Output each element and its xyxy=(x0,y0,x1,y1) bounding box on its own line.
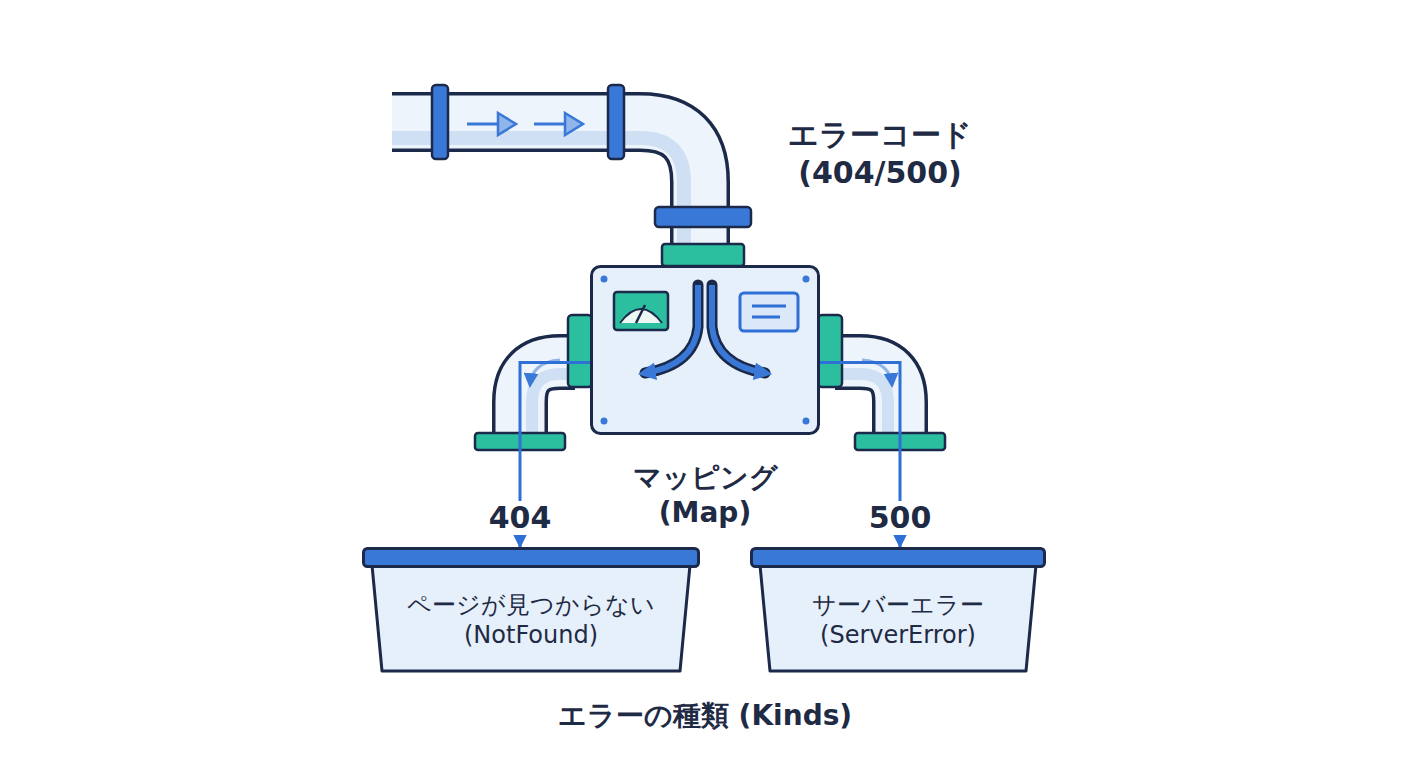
mapping-device xyxy=(590,265,820,435)
mapping-box: マッピング (Map) xyxy=(590,265,820,435)
error-bin: ページが見つからない (NotFound) xyxy=(362,547,700,673)
bin-label: ページが見つからない (NotFound) xyxy=(386,590,676,650)
group-label: エラーの種類 (Kinds) xyxy=(558,698,852,733)
bin-label: サーバーエラー (ServerError) xyxy=(773,590,1023,650)
code-label: 404 xyxy=(483,501,558,536)
error-bin: サーバーエラー (ServerError) xyxy=(750,547,1046,673)
device-label: マッピング (Map) xyxy=(620,460,790,530)
code-label: 500 xyxy=(863,501,938,536)
input-label: エラーコード (404/500) xyxy=(765,116,995,191)
